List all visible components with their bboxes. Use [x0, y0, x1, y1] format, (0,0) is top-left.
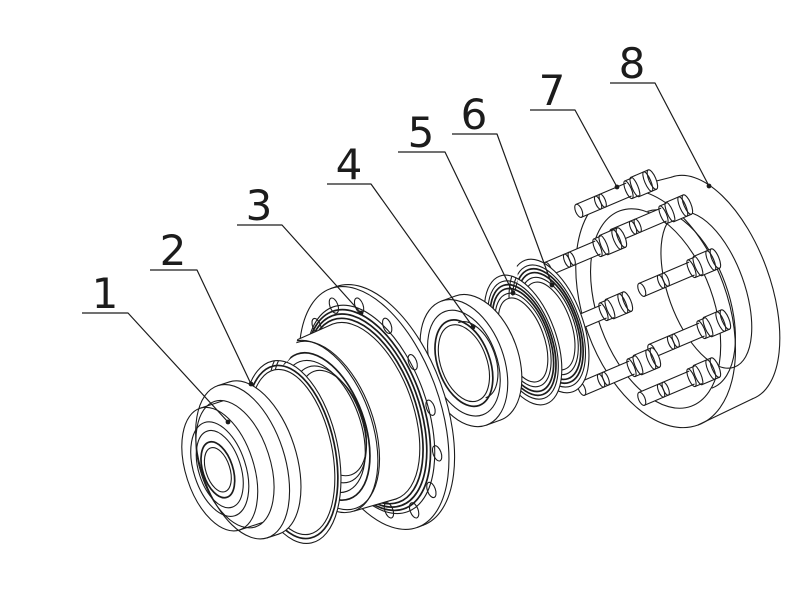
- callout-3-dot: [358, 310, 364, 316]
- callout-1-dot: [225, 419, 231, 425]
- callout-5-leader: [398, 151, 514, 294]
- part-8-brake-drum: [575, 174, 781, 429]
- callout-7-label: 7: [539, 66, 566, 115]
- callout-6-label: 6: [461, 90, 488, 139]
- part-6-oil-seal-outer: [491, 195, 590, 394]
- callout-6-leader: [452, 133, 553, 286]
- callout-1-label: 1: [92, 269, 119, 318]
- callout-8-dot: [706, 183, 712, 189]
- callout-5: 5: [398, 108, 516, 296]
- callout-4: 4: [327, 140, 476, 330]
- callout-1-leader: [82, 312, 229, 423]
- callout-3-label: 3: [246, 181, 273, 230]
- callout-4-dot: [470, 324, 476, 330]
- callout-7: 7: [530, 66, 620, 190]
- callout-4-label: 4: [336, 140, 363, 189]
- callout-4-leader: [327, 183, 474, 328]
- part-1-hub-cap: [181, 380, 302, 540]
- callout-6-dot: [549, 282, 555, 288]
- callout-7-dot: [614, 184, 620, 190]
- callout-3: 3: [237, 181, 364, 316]
- callout-5-dot: [510, 290, 516, 296]
- callouts: 1 2 3 4 5 6 7: [82, 39, 712, 425]
- callout-1: 1: [82, 269, 231, 425]
- callout-2: 2: [150, 226, 254, 387]
- callout-8: 8: [610, 39, 712, 189]
- callout-2-dot: [248, 381, 254, 387]
- callout-8-label: 8: [619, 39, 646, 88]
- callout-8-leader: [610, 82, 710, 187]
- callout-2-leader: [150, 269, 252, 385]
- callout-6: 6: [452, 90, 555, 288]
- callout-3-leader: [237, 224, 362, 314]
- callout-7-leader: [530, 109, 618, 188]
- part-4-bearing: [419, 293, 523, 428]
- callout-5-label: 5: [408, 108, 435, 157]
- callout-2-label: 2: [160, 226, 187, 275]
